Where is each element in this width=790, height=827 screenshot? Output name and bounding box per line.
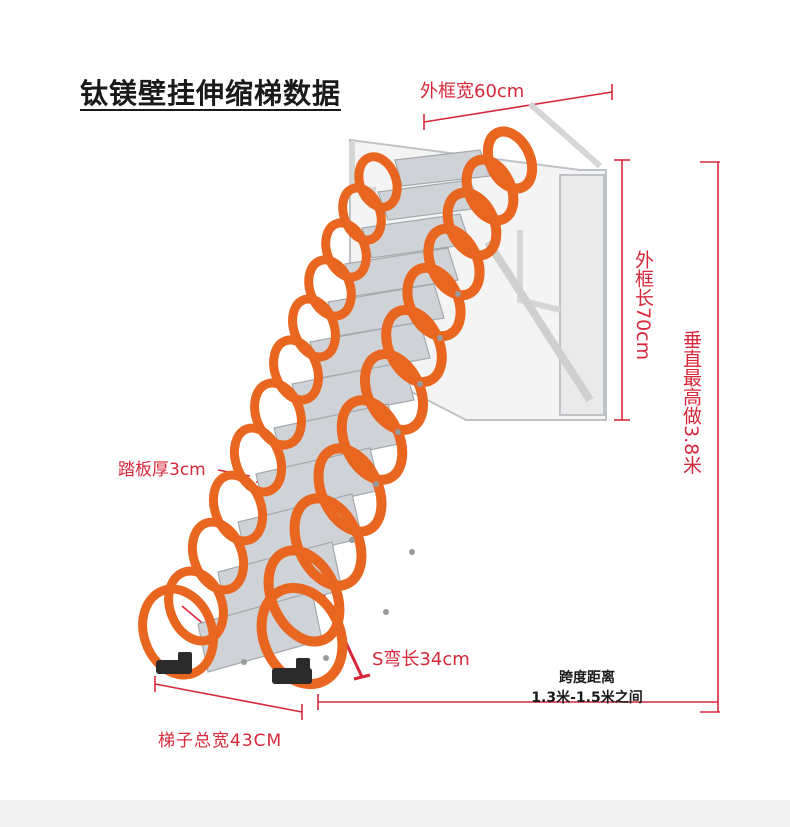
dimension-lines xyxy=(154,84,720,720)
bottom-strip xyxy=(0,800,790,827)
frame-width-label: 外框宽60cm xyxy=(420,81,525,102)
page-title: 钛镁壁挂伸缩梯数据 xyxy=(80,77,342,110)
s-bend-length-label: S弯长34cm xyxy=(372,649,470,670)
rubber-feet xyxy=(156,652,312,684)
rivets xyxy=(241,291,461,665)
total-width-label: 梯子总宽43CM xyxy=(158,731,283,751)
tread-thickness-label: 踏板厚3cm xyxy=(118,460,206,480)
left-scissor-rings xyxy=(138,152,402,680)
wall-ladder-illustration xyxy=(138,84,720,720)
span-distance-box: 跨度距离 1.3米-1.5米之间 xyxy=(487,668,687,708)
span-range: 1.3米-1.5米之间 xyxy=(531,690,643,706)
vertical-height-label: 垂直最高做3.8米 xyxy=(680,330,702,475)
frame-length-label: 外框长70cm xyxy=(632,250,654,361)
right-scissor-rings xyxy=(256,126,538,690)
span-title: 跨度距离 xyxy=(559,670,615,686)
